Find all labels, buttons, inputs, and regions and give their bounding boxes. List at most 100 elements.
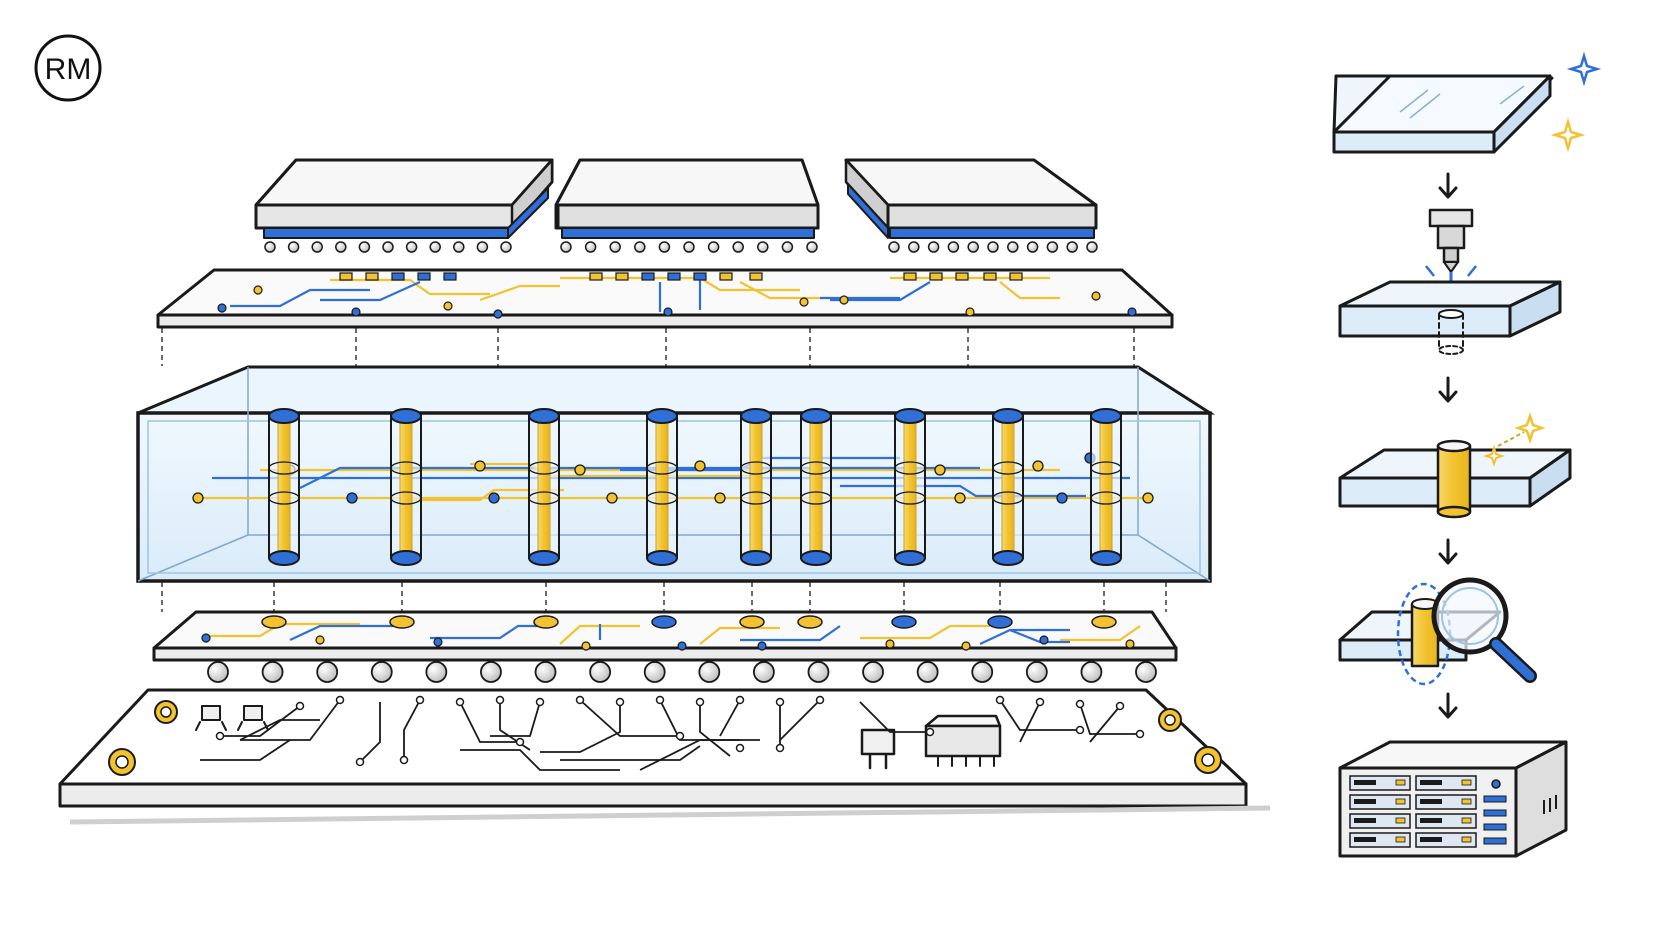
via-pad [201, 633, 211, 643]
pad [417, 272, 431, 281]
via-pad [488, 492, 500, 504]
via-ring [646, 461, 678, 475]
micro-bump [584, 241, 597, 253]
micro-bump [927, 241, 940, 253]
pad [615, 272, 629, 281]
micro-bump [476, 241, 489, 253]
micro-bump [683, 241, 695, 253]
chip-die [254, 158, 554, 239]
micro-bump [358, 241, 371, 253]
solder-ball [1135, 661, 1157, 683]
micro-bump [967, 241, 979, 253]
micro-bump [287, 241, 300, 253]
via-ring [740, 491, 772, 505]
drive-slot [1420, 837, 1442, 842]
through-glass-vias [268, 408, 1122, 566]
via-ring [800, 491, 832, 505]
trace-pad [335, 695, 345, 705]
arrow-down-icon [1438, 172, 1458, 199]
via-pad [663, 307, 673, 317]
status-light [1483, 795, 1507, 803]
trace [740, 625, 841, 642]
micro-bump [947, 241, 960, 253]
via-pad [757, 641, 767, 651]
trace [430, 624, 548, 640]
copper-trace [359, 702, 381, 763]
via-cap-bottom [992, 550, 1024, 566]
via-fill [749, 421, 763, 553]
via-fill [903, 421, 917, 553]
landing-pad [1091, 615, 1117, 629]
via-cap-top [528, 408, 560, 424]
via-cap-bottom [268, 550, 300, 566]
copper-trace [719, 699, 741, 737]
solder-ball [698, 661, 721, 683]
server-drive-bays [1349, 775, 1507, 848]
trace-pad [815, 695, 825, 705]
trace-pad [515, 737, 525, 747]
via-pad [694, 460, 706, 472]
pad [667, 272, 681, 281]
via-fill-icon [1338, 412, 1572, 519]
drive-slot [1354, 799, 1376, 804]
copper-trace [1079, 703, 1140, 735]
copper-trace [779, 699, 821, 741]
trace-pad [535, 697, 545, 707]
process-flow [1332, 51, 1602, 858]
pad [955, 272, 969, 281]
alignment-guides [161, 328, 1135, 366]
via-fill [1099, 421, 1113, 553]
trace-pad [995, 695, 1005, 705]
drive-led [1461, 836, 1472, 843]
drive-bay [1415, 794, 1477, 810]
via-ring [528, 491, 560, 505]
micro-bump [311, 241, 323, 253]
copper-trace [403, 699, 421, 760]
via-ring [268, 491, 300, 505]
via-cap-top [992, 408, 1024, 424]
via-pad [714, 492, 726, 504]
trace [479, 284, 560, 302]
copper-trace [540, 702, 621, 753]
via-ring [390, 461, 422, 475]
trace-pad [675, 731, 685, 741]
trace-pad [925, 727, 935, 737]
trace [699, 626, 780, 645]
micro-bump [658, 241, 671, 253]
via-fill [399, 421, 413, 553]
micro-bump [634, 241, 646, 253]
trace [320, 280, 421, 302]
pad [365, 272, 379, 281]
via-cap-top [894, 408, 926, 424]
arrow-down-icon [1438, 376, 1458, 403]
via-fill [809, 421, 823, 553]
drive-led [1461, 779, 1472, 786]
via-pad [954, 492, 966, 504]
copper-trace [220, 705, 301, 737]
solder-ball [971, 661, 994, 683]
trace-pad [1115, 701, 1125, 711]
via-ring [528, 461, 560, 475]
trace-pad [295, 701, 305, 711]
pad [589, 272, 603, 281]
smd-components [195, 705, 269, 731]
via-pad [192, 492, 204, 504]
via-cap-top [268, 408, 300, 424]
via-ring [268, 461, 300, 475]
via-ring [800, 461, 832, 475]
via-pad [1091, 291, 1101, 301]
via-cap-top [1090, 408, 1122, 424]
ic-package [924, 714, 1002, 767]
mounting-holes [108, 700, 1222, 776]
via-pad [1039, 635, 1049, 645]
micro-bump [609, 241, 621, 253]
motherboard [58, 688, 1271, 825]
via-fill [655, 421, 669, 553]
drive-bay [1349, 775, 1411, 791]
micro-bump [707, 241, 720, 253]
copper-trace [1019, 701, 1041, 743]
drive-led [1461, 798, 1472, 805]
pad [719, 272, 733, 281]
copper-trace [1089, 705, 1121, 743]
via-pad [799, 297, 809, 307]
